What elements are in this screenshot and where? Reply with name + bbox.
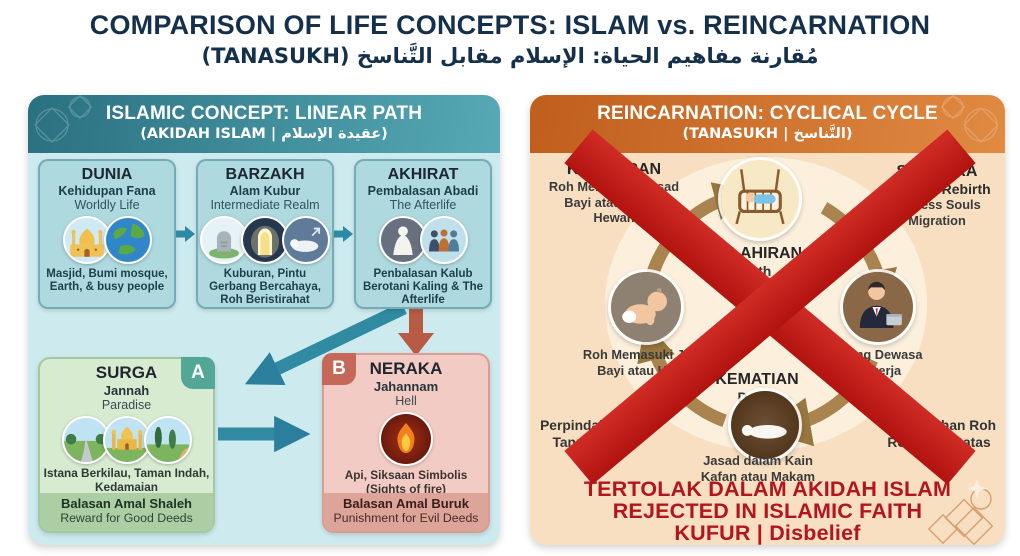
islam-panel-header: ISLAMIC CONCEPT: LINEAR PATH (AKIDAH ISL… <box>28 95 500 153</box>
outcome-icons <box>40 416 213 464</box>
stage-icons <box>356 216 490 264</box>
reincarnation-panel-header: REINCARNATION: CYCLICAL CYCLE (TANASUKH … <box>530 95 1005 153</box>
verdict-text: TERTOLAK DALAM AKIDAH ISLAM REJECTED IN … <box>530 478 1005 544</box>
footer-line-1: Balasan Amal Buruk <box>343 496 469 511</box>
stage-icons <box>198 216 332 264</box>
arrow-akhirat-to-neraka <box>398 306 434 356</box>
garden-trees-icon <box>143 416 192 464</box>
gathered-people-icon <box>419 216 468 264</box>
resting-soul-icon <box>282 216 330 264</box>
golden-palace-icon <box>102 416 151 464</box>
verdict-line-3: KUFUR | Disbelief <box>674 521 861 545</box>
mosque-icon <box>62 216 111 264</box>
stage-icons <box>40 216 174 264</box>
stage-caption: Kuburan, Pintu Gerbang Bercahaya, Roh Be… <box>209 268 321 307</box>
outcome-subtitle-en: Hell <box>395 394 417 408</box>
label-body-in-shroud: Jasad dalam Kain Kafan atau Makam <box>700 453 816 484</box>
outcome-surga: A SURGA Jannah Paradise Istana Berkilau,… <box>38 357 215 533</box>
outcome-caption: Istana Berkilau, Taman Indah, Kedamaian <box>43 466 210 494</box>
stage-subtitle-en: Intermediate Realm <box>210 198 320 212</box>
outcome-footer: Balasan Amal Buruk Punishment for Evil D… <box>324 493 488 531</box>
businessman-icon <box>840 269 916 345</box>
flow-arrow-right-icon <box>176 224 196 244</box>
outcome-caption: Api, Siksaan Simbolis (Sights of fire) <box>344 468 468 496</box>
shrouded-body-icon <box>728 388 802 462</box>
outcome-title: SURGA <box>95 363 158 382</box>
stage-row: DUNIA Kehidupan Fana Worldly Life Masjid… <box>38 159 492 309</box>
stage-title: AKHIRAT <box>387 166 459 183</box>
label-b-badge: B <box>322 353 356 385</box>
fire-icon <box>379 412 433 466</box>
verdict-line-2: REJECTED IN ISLAMIC FAITH <box>612 499 923 523</box>
outcome-neraka: B NERAKA Jahannam Hell Api, Siksaan Simb… <box>322 353 490 533</box>
stage-akhirat: AKHIRAT Pembalasan Abadi The Afterlife P… <box>354 159 492 309</box>
page-subtitle-arabic: مُقارنة مفاهيم الحياة: الإسلام مقابل الت… <box>201 44 819 68</box>
label-a-badge: A <box>181 357 215 389</box>
footer-line-2: Reward for Good Deeds <box>60 511 193 525</box>
footer-line-1: Balasan Amal Shaleh <box>60 496 192 511</box>
earth-globe-icon <box>103 216 152 264</box>
geometric-pattern-icon <box>940 95 999 143</box>
islam-panel: ISLAMIC CONCEPT: LINEAR PATH (AKIDAH ISL… <box>28 95 500 545</box>
footer-line-2: Punishment for Evil Deeds <box>333 511 479 525</box>
stage-caption: Masjid, Bumi mosque, Earth, & busy peopl… <box>46 268 168 294</box>
stage-subtitle: Alam Kubur <box>229 184 301 198</box>
islam-header-title: ISLAMIC CONCEPT: LINEAR PATH <box>105 103 423 124</box>
page-header: COMPARISON OF LIFE CONCEPTS: ISLAM vs. R… <box>0 10 1020 68</box>
geometric-pattern-icon <box>34 95 93 143</box>
glowing-gate-icon <box>241 216 289 264</box>
page-title: COMPARISON OF LIFE CONCEPTS: ISLAM vs. R… <box>89 10 931 40</box>
stage-subtitle: Pembalasan Abadi <box>367 184 479 198</box>
stage-barzakh: BARZAKH Alam Kubur Intermediate Realm Ku… <box>196 159 334 309</box>
stage-title: BARZAKH <box>225 166 305 183</box>
verdict-line-1: TERTOLAK DALAM AKIDAH ISLAM <box>583 477 952 501</box>
outcome-subtitle-en: Paradise <box>101 398 152 412</box>
reincarnation-panel: REINCARNATION: CYCLICAL CYCLE (TANASUKH … <box>530 95 1005 545</box>
flow-arrow-right-icon <box>334 224 354 244</box>
reincarnation-header-subtitle: (TANASUKH | التَّناسخ) <box>682 126 853 142</box>
islam-header-subtitle: (AKIDAH ISLAM | عقيدة الإسلام) <box>140 126 388 142</box>
outcome-icons <box>324 412 488 466</box>
stage-caption: Penbalasan Kalub Berotani Kaling & The A… <box>362 268 484 307</box>
geometric-pattern-icon <box>927 479 994 545</box>
stage-subtitle: Kehidupan Fana <box>58 184 156 198</box>
baby-crib-icon <box>718 157 802 241</box>
white-robed-figure-icon <box>378 216 427 264</box>
outcome-footer: Balasan Amal Shaleh Reward for Good Deed… <box>40 493 213 531</box>
stage-subtitle-en: Worldly Life <box>74 198 140 212</box>
stage-subtitle-en: The Afterlife <box>389 198 457 212</box>
outcome-subtitle: Jannah <box>103 383 150 398</box>
stage-title: DUNIA <box>81 166 133 183</box>
tombstone-icon <box>200 216 248 264</box>
crawling-baby-icon <box>608 269 684 345</box>
stage-dunia: DUNIA Kehidupan Fana Worldly Life Masjid… <box>38 159 176 309</box>
reincarnation-header-title: REINCARNATION: CYCLICAL CYCLE <box>597 103 938 124</box>
